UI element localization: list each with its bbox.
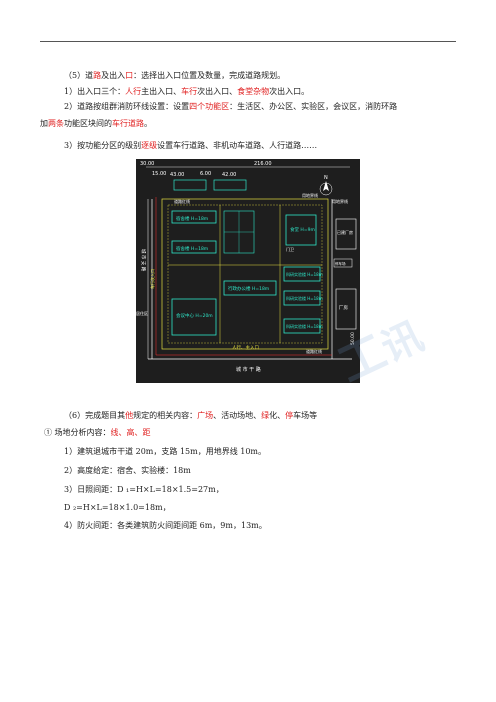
parking: [333, 258, 353, 268]
existing-factory-label: 已建厂房: [337, 229, 353, 235]
factory-label: 厂房: [339, 304, 348, 311]
text-seg: ① 场地分析内容：: [44, 428, 111, 437]
lab-3-label: 科研实验楼 H=18m: [286, 323, 323, 329]
text-seg: 1）出入口三个：: [64, 87, 126, 96]
text-seg: 停: [285, 411, 294, 420]
text-seg: 、活动场地、: [213, 411, 262, 420]
plan-background: [136, 159, 360, 383]
site-boundary: [161, 198, 329, 350]
north-label: N: [324, 175, 328, 181]
text-seg: 次出入口、: [197, 87, 238, 96]
lab-1-label: 科研实验楼 H=18m: [286, 271, 323, 277]
text-seg: 口: [125, 71, 134, 80]
text-seg: 2）道路按组群消防环线设置：设置: [64, 102, 190, 111]
text-seg: 4）防火间距：各类建筑防火间距间距 6m，9m，13m。: [64, 521, 267, 530]
text-seg: 1）建筑退城市干道 20m，支路 15m，用地界线 10m。: [64, 447, 267, 456]
top-building-1: [173, 179, 207, 191]
text-seg: ：生活区、办公区、实验区，会议区，消防环路: [229, 102, 398, 111]
lab-1: [283, 266, 321, 282]
para-5-item-2a: 2）道路按组群消防环线设置：设置四个功能区：生活区、办公区、实验区，会议区，消防…: [64, 101, 397, 112]
text-seg: 及出入: [101, 71, 126, 80]
dim-c: 6.00: [200, 171, 211, 177]
dorm-1-label: 宿舍楼 H=18m: [176, 215, 208, 222]
text-seg: 功能区块间的: [64, 119, 112, 128]
dorm-2: [171, 240, 217, 254]
text-seg: 2）高度给定：宿舍、实验楼：18m: [64, 466, 191, 475]
parking-label: 停车场: [335, 261, 346, 266]
dim-b: 43.00: [170, 172, 184, 178]
road-red-line-label: 道路红线: [174, 198, 190, 204]
text-seg: （5）道: [64, 71, 94, 80]
office-building: [223, 280, 277, 296]
para-6-item-2: 2）高度给定：宿舍、实验楼：18m: [64, 465, 191, 476]
lab-2: [283, 290, 321, 306]
text-seg: 主出入口、: [141, 87, 182, 96]
site-line-label-2: 用地界线: [332, 198, 348, 204]
para-6-sub-1: ① 场地分析内容：线、高、距: [44, 427, 151, 438]
top-building-2: [213, 179, 247, 191]
text-seg: 化、: [269, 411, 286, 420]
text-seg: 逐级: [141, 141, 158, 150]
header-rule: [40, 41, 456, 42]
para-6-title: （6）完成题目其他规定的相关内容：广场、活动场地、绿化、停车场等: [64, 410, 317, 421]
text-seg: 广场: [197, 411, 214, 420]
text-seg: 加: [40, 119, 48, 128]
canteen: [285, 214, 317, 246]
para-6-item-3: 3）日照间距：D ₁=H×L=18×1.5=27m，: [64, 484, 224, 495]
right-dim-label: 50.00: [350, 332, 356, 345]
site-line-label: 用地界线: [302, 192, 318, 198]
dim-left: 30.00: [140, 161, 154, 167]
text-seg: 设置车行道路、非机动车道路、人行道路……: [157, 141, 318, 150]
dim-a: 15.00: [152, 171, 166, 177]
text-seg: 3）按功能分区的级别: [64, 141, 142, 150]
para-5-item-1: 1）出入口三个：人行主出入口、车行次出入口、食堂杂物次出入口。: [64, 86, 309, 97]
text-seg: 次出入口。: [269, 87, 310, 96]
setback-line: [167, 204, 323, 344]
text-seg: 。: [144, 119, 152, 128]
text-seg: 两条: [48, 119, 64, 128]
office-label: 行政办公楼 H=18m: [228, 285, 269, 292]
lab-2-label: 科研实验楼 H=18m: [286, 295, 323, 301]
para-6-item-3b: D ₂=H×L=18×1.0=18m，: [64, 502, 171, 513]
site-plan-drawing: 30.00 216.00 15.00 43.00 6.00 42.00 宿舍楼 …: [136, 159, 360, 383]
road-red-line-label-2: 道路红线: [306, 348, 322, 354]
dorm-1: [171, 210, 217, 224]
lab-3: [283, 318, 321, 334]
conference-label: 会议中心 H=20m: [176, 312, 213, 319]
text-seg: 人行: [125, 87, 142, 96]
text-seg: 车行: [181, 87, 198, 96]
text-seg: 3）日照间距：D ₁=H×L=18×1.5=27m，: [64, 485, 224, 494]
residential-label: 居住区: [136, 310, 148, 316]
main-gate-label: 人行、主入口: [232, 344, 259, 351]
para-5-title: （5）道路及出入口：选择出入口位置及数量，完成道路规划。: [64, 70, 285, 81]
text-seg: 线、高、距: [110, 428, 151, 437]
dim-d: 42.00: [222, 172, 236, 178]
dim-total: 216.00: [254, 161, 272, 167]
text-seg: 他: [125, 411, 134, 420]
text-seg: 规定的相关内容：: [133, 411, 198, 420]
city-branch-label: 城 市 支 路: [140, 249, 147, 272]
text-seg: 车场等: [293, 411, 318, 420]
dorm-2-label: 宿舍楼 H=18m: [176, 245, 208, 252]
text-seg: 路: [93, 71, 102, 80]
gate-house-label: 门卫: [286, 246, 294, 252]
text-seg: D ₂=H×L=18×1.0=18m，: [64, 503, 171, 512]
side-gate-label: 车行次入口: [149, 269, 155, 289]
existing-factory: [335, 218, 357, 250]
text-seg: 车行道路: [112, 119, 144, 128]
para-6-item-4: 4）防火间距：各类建筑防火间距间距 6m，9m，13m。: [64, 520, 267, 531]
para-5-item-2b: 加两条功能区块间的车行道路。: [40, 118, 152, 129]
canteen-label: 食堂 H=9m: [290, 226, 315, 233]
factory: [335, 288, 357, 330]
city-arterial-label: 城 市 干 路: [236, 366, 261, 373]
para-5-item-3: 3）按功能分区的级别逐级设置车行道路、非机动车道路、人行道路……: [64, 140, 317, 151]
conference-center: [171, 298, 217, 336]
text-seg: （6）完成题目其: [64, 411, 126, 420]
para-6-item-1: 1）建筑退城市干道 20m，支路 15m，用地界线 10m。: [64, 446, 266, 457]
text-seg: 四个功能区: [189, 102, 230, 111]
text-seg: 食堂杂物: [237, 87, 270, 96]
text-seg: ：选择出入口位置及数量，完成道路规划。: [133, 71, 286, 80]
text-seg: 绿: [261, 411, 270, 420]
